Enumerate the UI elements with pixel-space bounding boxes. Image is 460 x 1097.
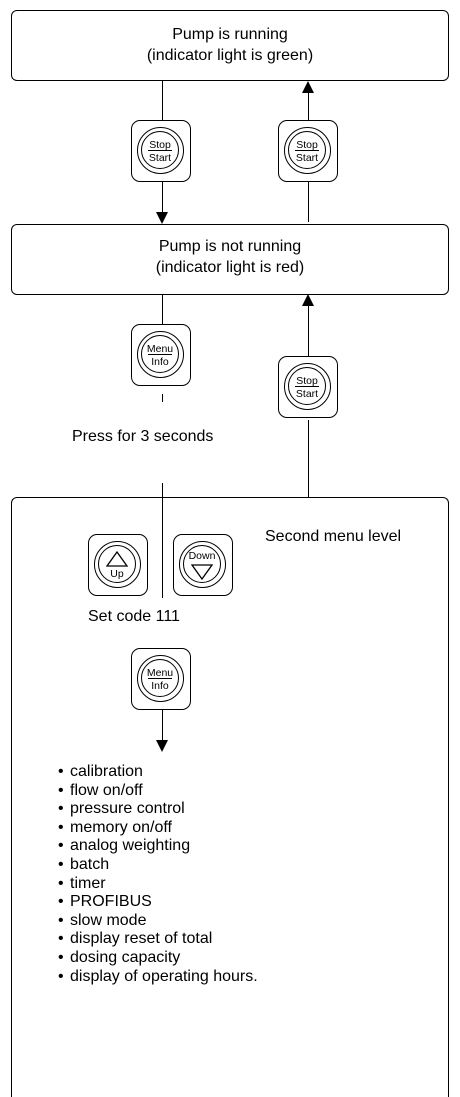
button-ring: Stop Start <box>284 363 331 410</box>
menu-info-button[interactable]: Menu Info <box>131 648 191 710</box>
button-ring: Up <box>94 541 141 588</box>
connector-line <box>308 92 309 120</box>
button-face: Stop Start <box>288 131 326 169</box>
state-subtitle: (indicator light is red) <box>155 259 305 276</box>
triangle-down-icon <box>191 564 213 580</box>
divider <box>148 150 172 151</box>
arrow-down-icon <box>156 212 168 224</box>
arrow-up-icon <box>302 294 314 306</box>
down-label: Down <box>188 550 216 562</box>
divider <box>295 150 319 151</box>
arrow-up-icon <box>302 81 314 93</box>
stop-label: Stop <box>149 139 171 151</box>
divider <box>148 354 172 355</box>
start-label: Start <box>295 388 319 400</box>
stop-start-button[interactable]: Stop Start <box>131 120 191 182</box>
menu-label: Menu <box>146 667 174 679</box>
button-ring: Down <box>179 541 226 588</box>
triangle-up-icon <box>106 551 128 567</box>
connector-line <box>308 420 309 498</box>
menu-info-button[interactable]: Menu Info <box>131 324 191 386</box>
connector-line <box>162 182 163 212</box>
list-item: memory on/off <box>58 819 258 838</box>
stop-start-button[interactable]: Stop Start <box>278 120 338 182</box>
button-face: Menu Info <box>141 659 179 697</box>
info-label: Info <box>151 356 169 368</box>
state-pump-not-running: Pump is not running (indicator light is … <box>11 224 449 295</box>
connector-line <box>162 483 163 598</box>
second-menu-level-title: Second menu level <box>265 528 402 545</box>
menu-items-list: calibration flow on/off pressure control… <box>58 763 258 986</box>
start-label: Start <box>148 152 172 164</box>
list-item: slow mode <box>58 912 258 931</box>
connector-line <box>162 294 163 324</box>
divider <box>295 386 319 387</box>
connector-line <box>162 80 163 120</box>
button-face: Up <box>98 545 136 583</box>
list-item: flow on/off <box>58 782 258 801</box>
stop-label: Stop <box>296 139 318 151</box>
list-item: dosing capacity <box>58 949 258 968</box>
stop-label: Stop <box>296 375 318 387</box>
set-code-label: Set code 111 <box>88 608 180 625</box>
button-ring: Menu Info <box>137 331 184 378</box>
connector-line <box>162 394 163 402</box>
state-pump-running: Pump is running (indicator light is gree… <box>11 10 449 81</box>
up-button[interactable]: Up <box>88 534 148 596</box>
menu-label: Menu <box>146 343 174 355</box>
arrow-down-icon <box>156 740 168 752</box>
list-item: batch <box>58 856 258 875</box>
button-face: Down <box>183 545 221 583</box>
button-face: Stop Start <box>141 131 179 169</box>
state-title: Pump is running <box>172 26 288 43</box>
button-ring: Stop Start <box>284 127 331 174</box>
button-ring: Menu Info <box>137 655 184 702</box>
list-item: calibration <box>58 763 258 782</box>
start-label: Start <box>295 152 319 164</box>
button-face: Stop Start <box>288 367 326 405</box>
list-item: analog weighting <box>58 837 258 856</box>
up-label: Up <box>110 568 124 580</box>
list-item: pressure control <box>58 800 258 819</box>
down-button[interactable]: Down <box>173 534 233 596</box>
connector-line <box>308 182 309 222</box>
stop-start-button[interactable]: Stop Start <box>278 356 338 418</box>
state-subtitle: (indicator light is green) <box>146 47 314 64</box>
list-item: PROFIBUS <box>58 893 258 912</box>
second-menu-level-box <box>11 497 449 1097</box>
list-item: display reset of total <box>58 930 258 949</box>
list-item: display of operating hours. <box>58 968 258 987</box>
list-item: timer <box>58 875 258 894</box>
button-ring: Stop Start <box>137 127 184 174</box>
press-hint: Press for 3 seconds <box>72 428 214 445</box>
divider <box>148 678 172 679</box>
state-title: Pump is not running <box>158 238 302 255</box>
info-label: Info <box>151 680 169 692</box>
button-face: Menu Info <box>141 335 179 373</box>
connector-line <box>308 306 309 356</box>
connector-line <box>162 710 163 740</box>
